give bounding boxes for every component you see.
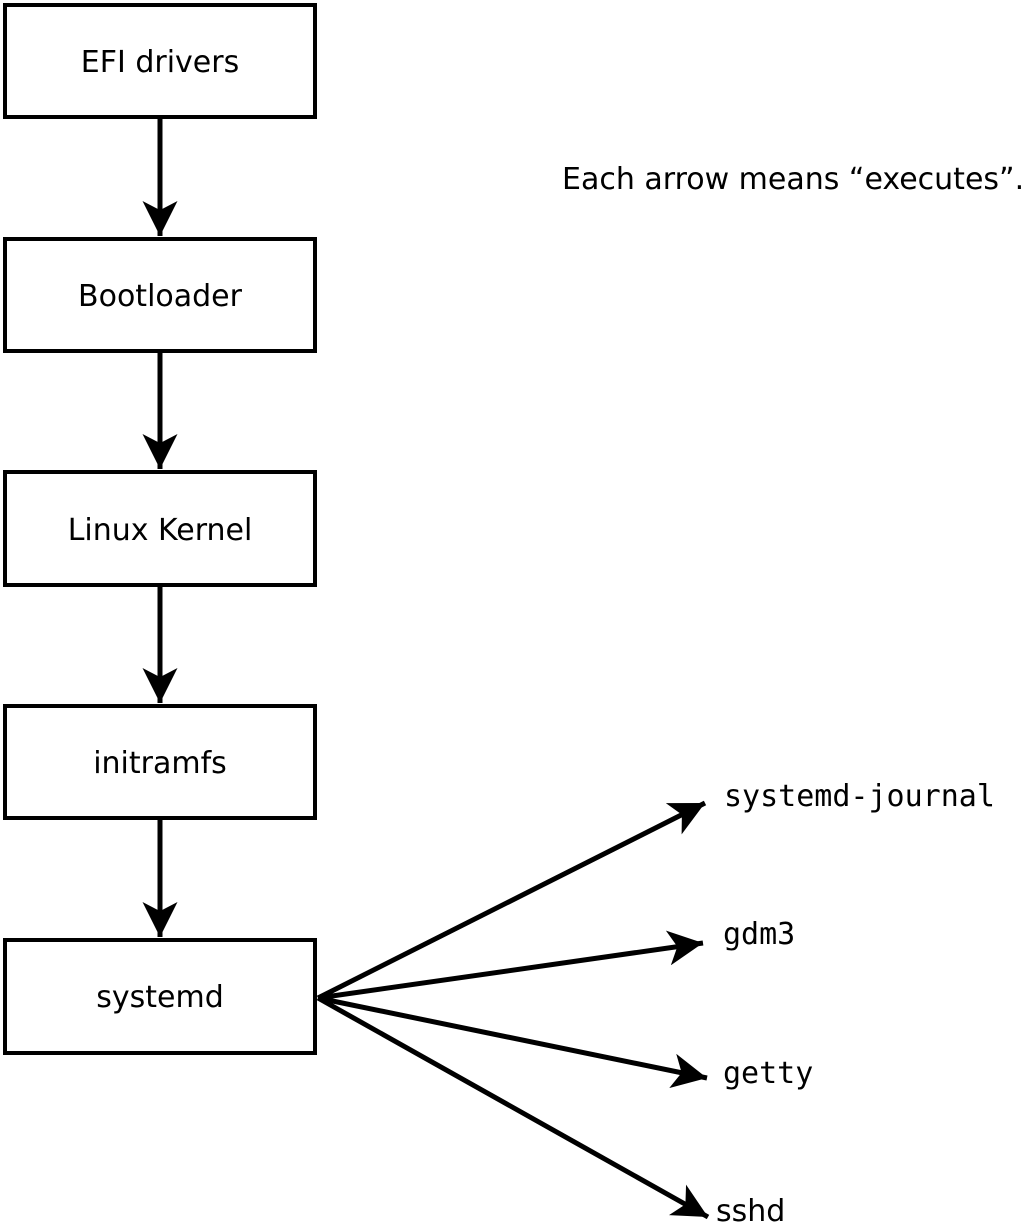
process-label-gdm3: gdm3 xyxy=(723,917,795,952)
edge-systemd-to-gdm3 xyxy=(317,930,704,1001)
process-label-sshd: sshd xyxy=(716,1194,785,1229)
process-label-getty: getty xyxy=(723,1056,813,1091)
node-systemd: systemd xyxy=(3,938,317,1055)
node-label-bootloader: Bootloader xyxy=(78,279,243,314)
legend-note: Each arrow means “executes”. xyxy=(562,162,1023,197)
process-label-systemd-journal: systemd-journal xyxy=(724,779,995,814)
node-label-linux-kernel: Linux Kernel xyxy=(68,513,253,548)
node-box-efi-drivers xyxy=(3,3,317,119)
edge-systemd-to-systemd-journal xyxy=(316,800,707,1001)
node-initramfs: initramfs xyxy=(3,704,317,820)
edge-systemd-to-sshd xyxy=(316,995,710,1220)
node-label-initramfs: initramfs xyxy=(93,746,227,781)
node-box-initramfs xyxy=(3,704,317,820)
node-box-systemd xyxy=(3,938,317,1055)
node-label-efi-drivers: EFI drivers xyxy=(81,45,239,80)
node-box-linux-kernel xyxy=(3,470,317,587)
node-efi-drivers: EFI drivers xyxy=(3,3,317,119)
node-label-systemd: systemd xyxy=(96,980,224,1015)
node-linux-kernel: Linux Kernel xyxy=(3,470,317,587)
node-bootloader: Bootloader xyxy=(3,237,317,353)
edge-systemd-to-getty xyxy=(317,995,708,1089)
node-box-bootloader xyxy=(3,237,317,353)
